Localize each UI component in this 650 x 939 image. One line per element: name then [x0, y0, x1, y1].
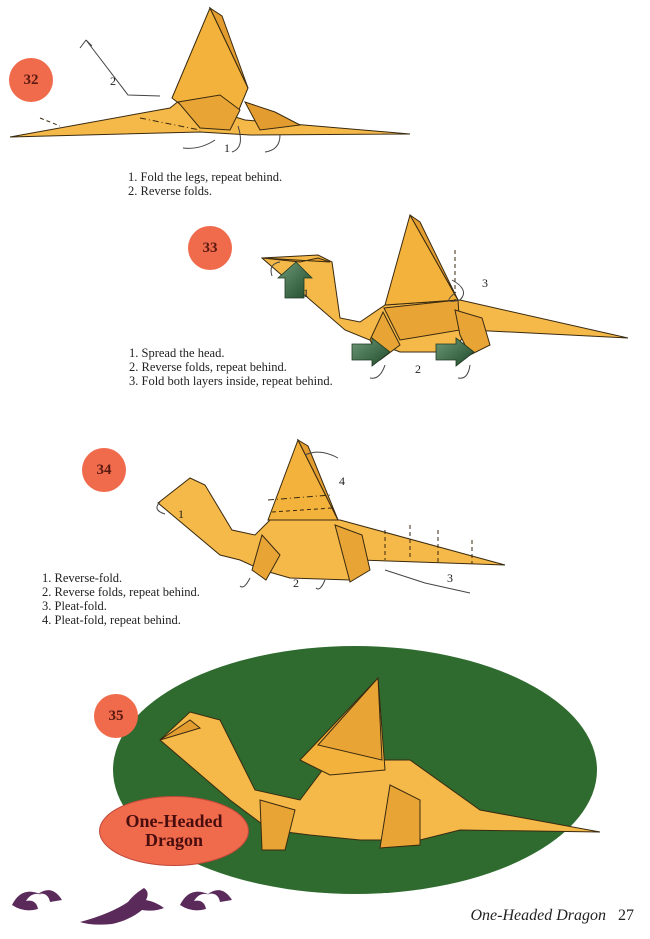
step-34-label-1: 1 [178, 507, 184, 521]
step-34-label-3: 3 [447, 571, 453, 585]
model-title-line2: Dragon [145, 830, 203, 850]
step-33-label-1: 1 [303, 286, 309, 300]
page-number: 27 [618, 907, 634, 924]
step-33-badge: 33 [188, 226, 232, 270]
footer-ornament [12, 888, 232, 925]
footer-title: One-Headed Dragon [470, 907, 606, 924]
instruction-line: 2. Reverse folds. [128, 184, 213, 198]
step-33-model [260, 213, 629, 361]
step-34-model [157, 438, 506, 583]
step-32-instructions: 1. Fold the legs, repeat behind. 2. Reve… [128, 170, 282, 198]
instruction-line: 3. Pleat-fold. [42, 599, 107, 613]
step-32-label-2: 2 [110, 74, 116, 88]
step-35-badge: 35 [94, 694, 138, 738]
step-32-model [9, 6, 411, 138]
model-title-badge: One-Headed Dragon [99, 796, 249, 866]
step-34-label-2: 2 [293, 576, 299, 590]
step-32-arrows [79, 39, 281, 153]
step-34-badge: 34 [82, 448, 126, 492]
instruction-line: 1. Fold the legs, repeat behind. [128, 170, 283, 184]
instruction-line: 3. Fold both layers inside, repeat behin… [129, 374, 333, 388]
page-footer: One-Headed Dragon 27 [470, 907, 634, 925]
instruction-line: 2. Reverse folds, repeat behind. [129, 360, 287, 374]
step-33-label-2: 2 [415, 362, 421, 376]
model-title-line1: One-Headed [125, 811, 223, 831]
step-33-arrows [270, 261, 475, 379]
step-33-label-3: 3 [482, 276, 488, 290]
step-34-arrows [156, 451, 471, 594]
instruction-line: 1. Reverse-fold. [42, 571, 123, 585]
step-34-instructions: 1. Reverse-fold. 2. Reverse folds, repea… [42, 571, 200, 627]
instruction-line: 4. Pleat-fold, repeat behind. [42, 613, 181, 627]
step-33-instructions: 1. Spread the head. 2. Reverse folds, re… [129, 346, 333, 388]
step-34-label-4: 4 [339, 474, 345, 488]
step-32-badge: 32 [9, 58, 53, 102]
step-35-model [159, 676, 601, 851]
instruction-line: 2. Reverse folds, repeat behind. [42, 585, 200, 599]
instruction-line: 1. Spread the head. [129, 346, 225, 360]
step-32-label-1: 1 [224, 141, 230, 155]
